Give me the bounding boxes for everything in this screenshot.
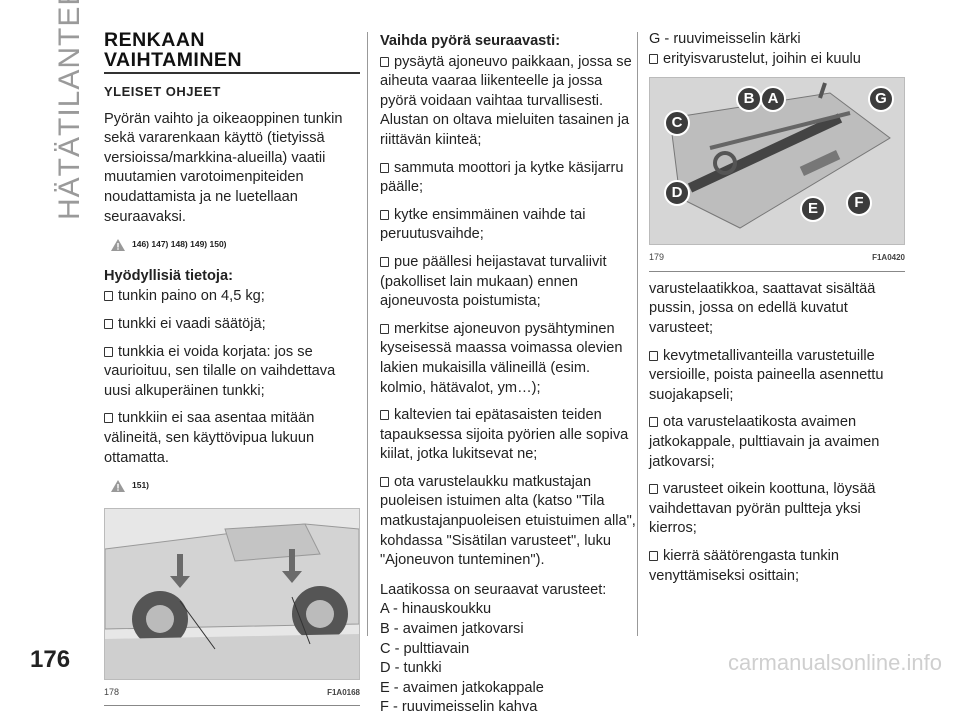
kit-list-item: F - ruuvimeisselin kahva bbox=[380, 699, 538, 716]
list-item: kytke ensimmäinen vaihde tai peruutusvai… bbox=[380, 206, 586, 243]
kit-intro: Laatikossa on seuraavat varusteet: bbox=[380, 581, 607, 598]
list-item: pysäytä ajoneuvo paikkaan, jossa se aihe… bbox=[380, 53, 632, 148]
label-b-badge: B bbox=[736, 86, 762, 113]
checkbox-bullet-icon bbox=[104, 413, 113, 424]
procedure-heading: Vaihda pyörä seuraavasti: bbox=[380, 33, 561, 49]
figure-caption: 178 F1A0168 bbox=[104, 680, 360, 707]
list-item: sammuta moottori ja kytke käsijarru pääl… bbox=[380, 159, 624, 196]
column-3: G - ruuvimeisselin kärki erityisvarustel… bbox=[649, 30, 905, 594]
checkbox-bullet-icon bbox=[380, 323, 389, 334]
list-item: tunkkia ei voida korjata: jos se vaurioi… bbox=[104, 343, 336, 399]
van-illustration-image bbox=[104, 508, 360, 679]
checkbox-bullet-icon bbox=[104, 291, 113, 302]
warning-icon bbox=[111, 238, 125, 251]
column-divider bbox=[367, 32, 368, 636]
warning-reference: 151) bbox=[110, 476, 360, 496]
list-item: ota varustelaukku matkustajan puoleisen … bbox=[380, 473, 636, 569]
label-e-badge: E bbox=[800, 196, 826, 223]
watermark: carmanualsonline.info bbox=[727, 650, 942, 675]
kit-list-item: G - ruuvimeisselin kärki bbox=[649, 31, 801, 47]
useful-heading: Hyödyllisiä tietoja: bbox=[104, 267, 233, 284]
figure-tool-kit: B A G C D E F bbox=[649, 77, 905, 246]
label-d-badge: D bbox=[664, 180, 690, 207]
checkbox-bullet-icon bbox=[104, 318, 113, 329]
kit-list-item: B - avaimen jatkovarsi bbox=[380, 621, 524, 638]
title-rule bbox=[104, 72, 360, 74]
list-item: merkitse ajoneuvon pysähtyminen kyseises… bbox=[380, 320, 623, 396]
checkbox-bullet-icon bbox=[380, 410, 389, 421]
list-item: ota varustelaatikosta avaimen jatkokappa… bbox=[649, 414, 880, 470]
checkbox-bullet-icon bbox=[380, 162, 389, 173]
kit-list-item: A - hinauskoukku bbox=[380, 601, 492, 618]
column-divider bbox=[637, 32, 638, 636]
tool-kit-illustration-image bbox=[650, 78, 904, 245]
checkbox-bullet-icon bbox=[380, 256, 389, 267]
section-sidebar-title: HÄTÄTILANTEET bbox=[38, 0, 98, 220]
intro-paragraph: Pyörän vaihto ja oikeaoppinen tunkin sek… bbox=[104, 110, 343, 225]
figure-van-jack-points bbox=[104, 507, 360, 680]
list-item: tunkki ei vaadi säätöjä; bbox=[104, 315, 360, 335]
list-item: kierrä säätörengasta tunkin venyttämisek… bbox=[649, 547, 840, 584]
checkbox-bullet-icon bbox=[380, 476, 389, 487]
warning-reference: 146) 147) 148) 149) 150) bbox=[110, 235, 360, 255]
checkbox-bullet-icon bbox=[104, 346, 113, 357]
column-2: Vaihda pyörä seuraavasti: pysäytä ajoneu… bbox=[380, 30, 636, 718]
column-1: RENKAAN VAIHTAMINEN YLEISET OHJEET Pyörä… bbox=[104, 30, 360, 714]
kit-list-item: D - tunkki bbox=[380, 660, 442, 677]
list-item: pue päällesi heijastavat turvaliivit (pa… bbox=[380, 253, 607, 310]
page-number: 176 bbox=[30, 646, 71, 673]
section-name: HÄTÄTILANTEET bbox=[53, 0, 86, 220]
checkbox-bullet-icon bbox=[649, 484, 658, 495]
checkbox-bullet-icon bbox=[649, 550, 658, 561]
label-a-badge: A bbox=[760, 86, 786, 113]
kit-list-item: C - pulttiavain bbox=[380, 640, 470, 657]
checkbox-bullet-icon bbox=[649, 350, 658, 361]
kit-list-item: E - avaimen jatkokappale bbox=[380, 679, 544, 696]
label-f-badge: F bbox=[846, 190, 872, 217]
warning-icon bbox=[111, 479, 125, 492]
page-title: RENKAAN VAIHTAMINEN bbox=[104, 29, 243, 71]
list-item: tunkin paino on 4,5 kg; bbox=[104, 287, 360, 307]
section-subtitle: YLEISET OHJEET bbox=[104, 84, 221, 99]
checkbox-bullet-icon bbox=[380, 209, 389, 220]
list-item: kevytmetallivanteilla varustetuille vers… bbox=[649, 347, 884, 403]
continued-paragraph: varustelaatikkoa, saattavat sisältää pus… bbox=[649, 280, 876, 336]
list-item: tunkkiin ei saa asentaa mitään välineitä… bbox=[104, 410, 315, 466]
label-g-badge: G bbox=[868, 86, 894, 113]
label-c-badge: C bbox=[664, 110, 690, 137]
list-item: kaltevien tai epätasaisten teiden tapauk… bbox=[380, 407, 629, 463]
checkbox-bullet-icon bbox=[649, 53, 658, 64]
list-item: varusteet oikein koottuna, löysää vaihde… bbox=[649, 481, 876, 537]
checkbox-bullet-icon bbox=[380, 56, 389, 67]
checkbox-bullet-icon bbox=[649, 417, 658, 428]
list-item: erityisvarustelut, joihin ei kuulu bbox=[649, 50, 905, 70]
figure-caption: 179 F1A0420 bbox=[649, 245, 905, 272]
